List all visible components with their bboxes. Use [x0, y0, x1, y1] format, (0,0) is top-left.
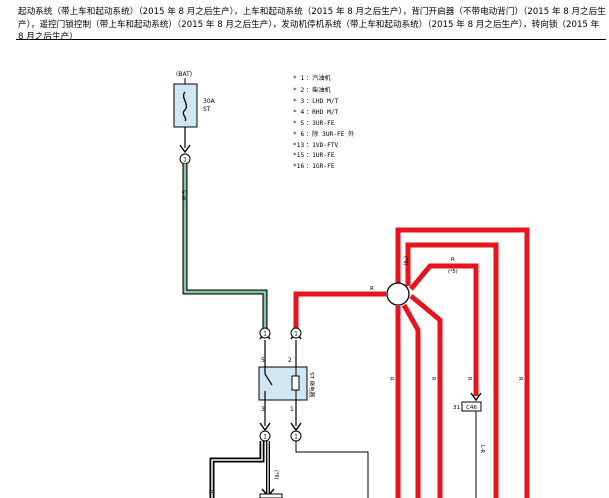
header-divider — [16, 39, 606, 40]
wire-label-g-w: G-W — [180, 190, 186, 200]
svg-text:C46: C46 — [466, 405, 477, 411]
legend-item: *16：1GR-FE — [293, 163, 335, 170]
fuse-source-label: (BAT) — [176, 71, 192, 78]
svg-text:(*6): (*6) — [402, 256, 408, 266]
svg-text:* 4: * 4 — [293, 109, 304, 116]
svg-text:1: 1 — [294, 434, 298, 441]
svg-text:1: 1 — [290, 406, 294, 413]
svg-text:1: 1 — [263, 331, 267, 338]
svg-text:* 3: * 3 — [293, 98, 304, 105]
relay-name: ST 继电器 — [308, 372, 316, 398]
svg-text:：LHD M/T: ：LHD M/T — [306, 98, 339, 105]
svg-text:*16: *16 — [293, 163, 304, 170]
svg-text:：1VD-FTV: ：1VD-FTV — [306, 142, 339, 149]
fuse-symbol-icon — [182, 91, 188, 122]
relay-switch-icon — [264, 367, 273, 400]
svg-text:R: R — [451, 257, 455, 263]
connector-arrow-icon — [259, 422, 271, 432]
legend-item: *15：1UR-FE — [293, 152, 335, 159]
connector-c46: C46 31 — [453, 392, 482, 498]
svg-text:：汽油机: ：汽油机 — [306, 74, 332, 82]
svg-text:R: R — [370, 286, 374, 292]
svg-text:* 2: * 2 — [293, 87, 304, 94]
wire-r-branch — [409, 263, 479, 396]
svg-text:5: 5 — [261, 357, 265, 364]
svg-text:* 6: * 6 — [293, 131, 304, 138]
svg-text:R: R — [388, 377, 394, 381]
fuse-st: (BAT) 30A ST 1 — [173, 71, 216, 165]
svg-text:：除 3UR-FE 外: ：除 3UR-FE 外 — [306, 130, 354, 138]
svg-text:：RHD M/T: ：RHD M/T — [306, 109, 339, 116]
wire-g-w: G-W — [180, 164, 268, 330]
relay-output-connectors: 1 1 — [259, 422, 302, 442]
svg-text:(*6): (*6) — [273, 470, 279, 480]
svg-text:R: R — [430, 377, 436, 381]
connector-arrow-icon — [290, 422, 302, 432]
legend-item: * 2：柴油机 — [293, 86, 332, 94]
svg-text:：1GR-FE: ：1GR-FE — [306, 163, 335, 170]
relay-body — [258, 366, 308, 401]
fuse-rating: 30A — [203, 98, 216, 105]
fuse-name: ST — [203, 106, 211, 113]
svg-text:：1UR-FE: ：1UR-FE — [306, 152, 335, 159]
relay-input-connectors: 1 1 — [259, 327, 302, 367]
relay-coil-icon — [291, 375, 300, 391]
wire-r-up2 — [405, 242, 499, 498]
wire-r-c46-branch — [409, 294, 443, 498]
connector-relay-in-right — [290, 327, 302, 339]
legend-item: * 1：汽油机 — [293, 74, 332, 82]
st-relay: 5 2 ST 继电器 3 1 — [258, 357, 316, 426]
wire-r-up — [395, 227, 530, 498]
legend: * 1：汽油机 * 2：柴油机 * 3：LHD M/T * 4：RHD M/T … — [293, 74, 354, 170]
legend-item: * 5：3UR-FE — [293, 120, 335, 127]
svg-text:R: R — [517, 377, 523, 381]
page-header: 起动系统（带上车和起动系统）（2015 年 8 月之后生产），上车和起动系统（2… — [18, 7, 606, 42]
svg-text:*15: *15 — [293, 152, 304, 159]
legend-item: * 4：RHD M/T — [293, 109, 339, 116]
svg-text:(*5): (*5) — [448, 269, 458, 275]
wire-r-top — [293, 291, 386, 330]
svg-text:*13: *13 — [293, 142, 304, 149]
wire-labels: R R (*5) (*6) R R R R L-R — [370, 256, 523, 454]
connector-arrow-icon — [470, 392, 482, 402]
svg-text:：3UR-FE: ：3UR-FE — [306, 120, 335, 127]
svg-text:2: 2 — [288, 357, 292, 364]
svg-text:3: 3 — [261, 406, 265, 413]
svg-text:1: 1 — [183, 157, 187, 164]
svg-text:L-R: L-R — [479, 445, 485, 454]
svg-text:* 5: * 5 — [293, 120, 304, 127]
svg-text:31: 31 — [453, 405, 460, 411]
svg-text:R: R — [207, 490, 213, 494]
connector-arrow-icon — [179, 144, 191, 154]
power-wires — [293, 227, 530, 498]
connector-relay-in-left — [259, 327, 271, 339]
legend-item: *13：1VD-FTV — [293, 142, 339, 149]
legend-item: * 6：除 3UR-FE 外 — [293, 130, 354, 138]
lower-wires: (*6) R — [207, 441, 369, 498]
svg-text:* 1: * 1 — [293, 75, 304, 82]
svg-text:：柴油机: ：柴油机 — [306, 86, 332, 94]
legend-item: * 3：LHD M/T — [293, 98, 339, 105]
svg-text:1: 1 — [294, 331, 298, 338]
svg-text:R: R — [466, 377, 472, 381]
wire-r-v2 — [401, 303, 421, 498]
svg-text:1: 1 — [263, 434, 267, 441]
connector-relay-out-left — [259, 430, 271, 442]
wire-junction — [386, 282, 410, 306]
